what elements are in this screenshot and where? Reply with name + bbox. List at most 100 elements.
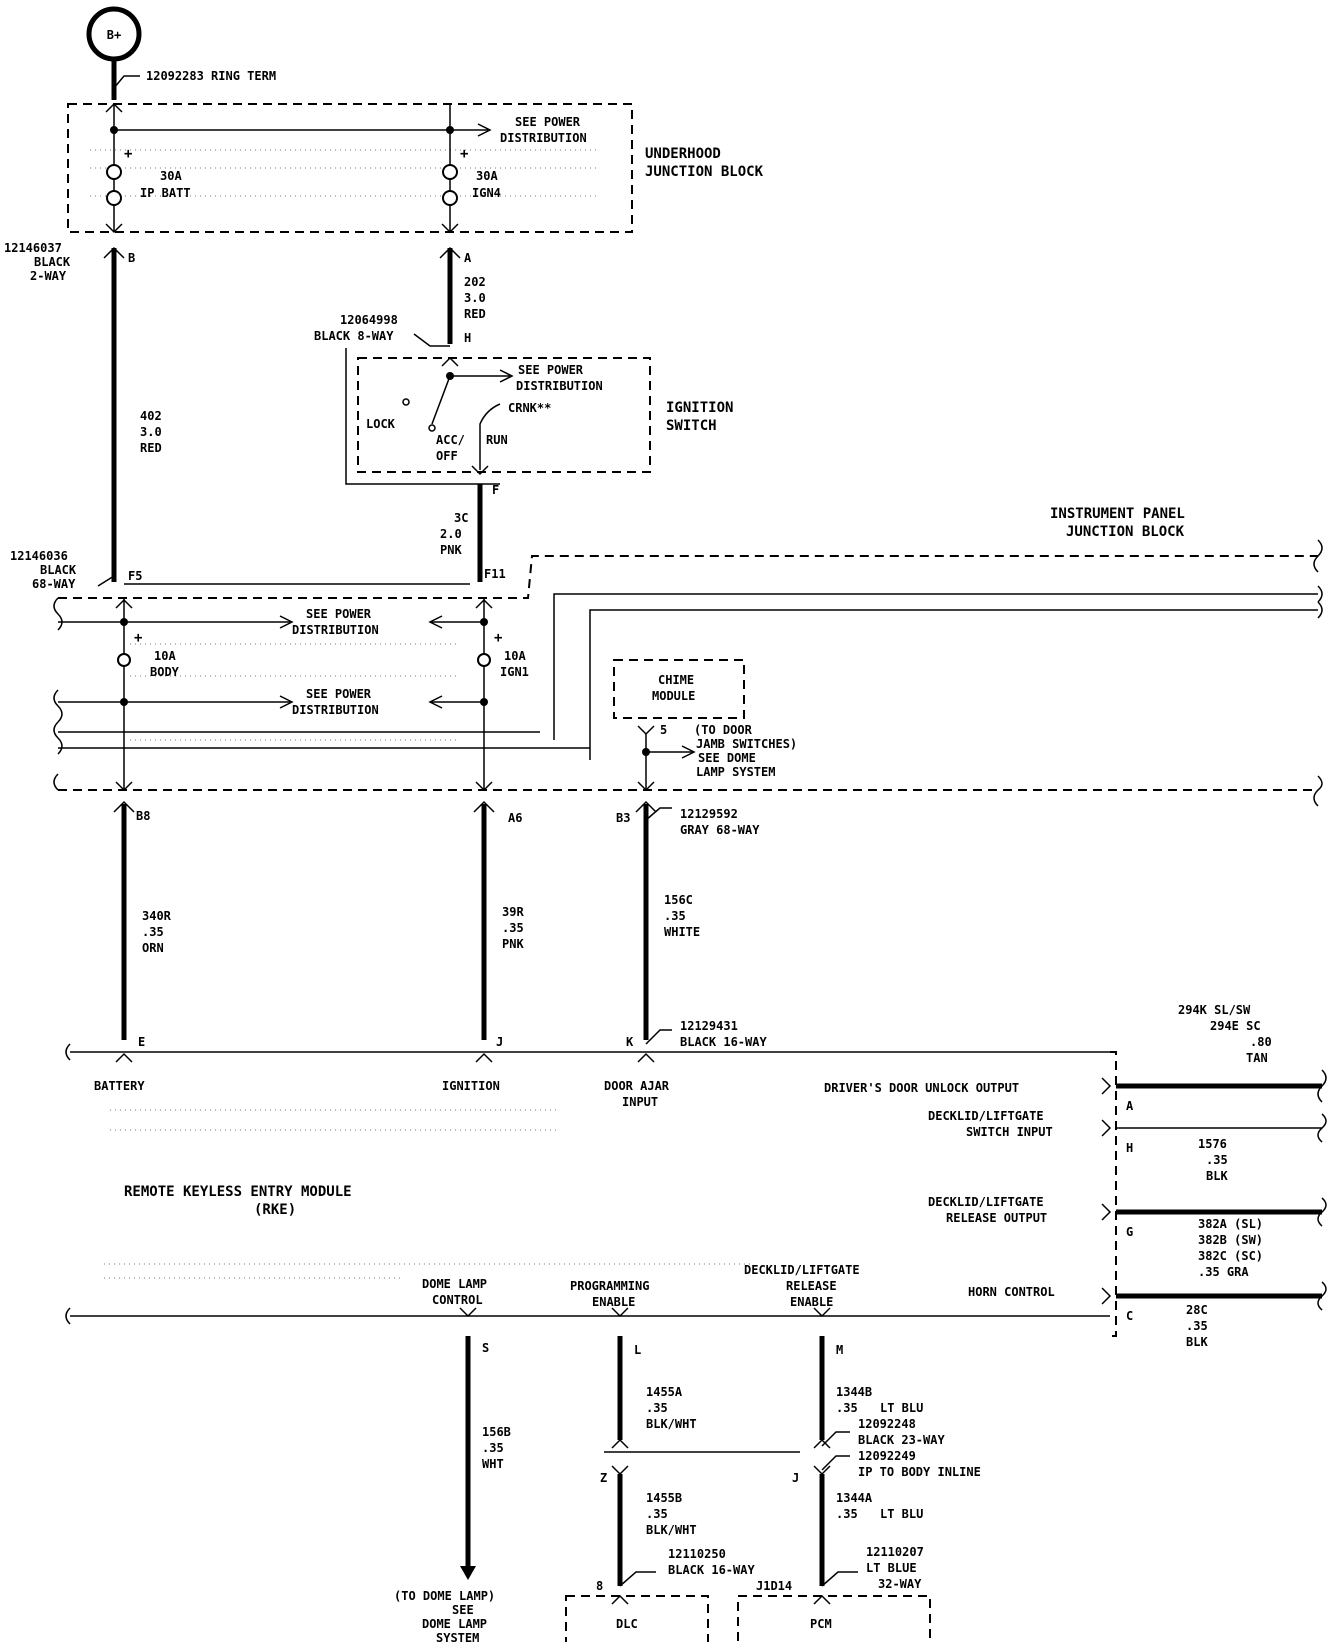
- fuse-ip-batt-amp: 30A: [160, 169, 182, 183]
- ipjb-pin-f11: F11: [484, 567, 506, 581]
- underhood-see-power-1: SEE POWER: [515, 115, 581, 129]
- dome-note-2: SEE: [452, 1603, 474, 1617]
- dlc-conn-part: 12110250: [668, 1547, 726, 1561]
- w1576-color: BLK: [1206, 1169, 1228, 1183]
- jamb-note-1: (TO DOOR: [694, 723, 753, 737]
- rke-deck-switch-2: SWITCH INPUT: [966, 1125, 1053, 1139]
- fuse-ign1-amp: 10A: [504, 649, 526, 663]
- dlc-label: DLC: [616, 1617, 638, 1631]
- battery-terminal: B+ 12092283 RING TERM: [86, 6, 276, 100]
- jamb-note-4: LAMP SYSTEM: [696, 765, 775, 779]
- pcm-label: PCM: [810, 1617, 832, 1631]
- pin-j1d14: J1D14: [756, 1579, 792, 1593]
- conn-12129592-part: 12129592: [680, 807, 738, 821]
- wire-202-color: RED: [464, 307, 486, 321]
- inline1-desc: BLACK 23-WAY: [858, 1433, 945, 1447]
- wire-3c-circuit: 3C: [454, 511, 468, 525]
- ipjb-title-2: JUNCTION BLOCK: [1066, 524, 1185, 540]
- w1576-gauge: .35: [1206, 1153, 1228, 1167]
- wire-3c-color: PNK: [440, 543, 462, 557]
- pcm-conn-desc2: 32-WAY: [878, 1577, 922, 1591]
- wire-402-color: RED: [140, 441, 162, 455]
- wire-156b-circuit: 156B: [482, 1425, 511, 1439]
- dome-note-3: DOME LAMP: [422, 1617, 487, 1631]
- ipjb-see-power-1a: SEE POWER: [306, 607, 372, 621]
- ign-conn-desc: BLACK 8-WAY: [314, 329, 394, 343]
- ign-title-2: SWITCH: [666, 418, 717, 434]
- rke-horn-control: HORN CONTROL: [968, 1285, 1055, 1299]
- out-pin-c: C: [1126, 1309, 1133, 1323]
- rke-ignition-label: IGNITION: [442, 1079, 500, 1093]
- ign-see-power-1: SEE POWER: [518, 363, 584, 377]
- wire-1344b-circuit: 1344B: [836, 1385, 872, 1399]
- underhood-title-2: JUNCTION BLOCK: [645, 164, 764, 180]
- pin-a6: A6: [508, 811, 522, 825]
- ipjb-conn-color: BLACK: [40, 563, 77, 577]
- wire-156b-gauge: .35: [482, 1441, 504, 1455]
- w28c-gauge: .35: [1186, 1319, 1208, 1333]
- pin-z: Z: [600, 1471, 607, 1485]
- underhood-connector: 12146037 BLACK 2-WAY B A: [4, 241, 472, 283]
- underhood-see-power-2: DISTRIBUTION: [500, 131, 587, 145]
- pin-8: 8: [596, 1579, 603, 1593]
- ipjb-conn-type: 68-WAY: [32, 577, 76, 591]
- wire-1344b-color: LT BLU: [880, 1401, 923, 1415]
- w28c-circuit: 28C: [1186, 1303, 1208, 1317]
- w382-4: .35 GRA: [1198, 1265, 1249, 1279]
- jamb-note-2: JAMB SWITCHES): [696, 737, 797, 751]
- ipjb-pin-f5: F5: [128, 569, 142, 583]
- ignition-switch: 12064998 BLACK 8-WAY H SEE POWER DISTRIB…: [314, 313, 733, 497]
- wire-39r-gauge: .35: [502, 921, 524, 935]
- wire-402-gauge: 3.0: [140, 425, 162, 439]
- conn-12129431-part: 12129431: [680, 1019, 738, 1033]
- rke-module: E J K 12129431 BLACK 16-WAY BATTERY IGNI…: [65, 1019, 1117, 1357]
- ipjb-see-power-2b: DISTRIBUTION: [292, 703, 379, 717]
- w294-4: TAN: [1246, 1051, 1268, 1065]
- ign-see-power-2: DISTRIBUTION: [516, 379, 603, 393]
- wire-202-circuit: 202: [464, 275, 486, 289]
- wire-1344a-color: LT BLU: [880, 1507, 923, 1521]
- conn-12146037-type: 2-WAY: [30, 269, 67, 283]
- wire-1455b-color: BLK/WHT: [646, 1523, 697, 1537]
- fuse-ign4-name: IGN4: [472, 186, 501, 200]
- wire-156c-color: WHITE: [664, 925, 700, 939]
- rke-dre-1: DECKLID/LIFTGATE: [744, 1263, 860, 1277]
- rke-prog-2: ENABLE: [592, 1295, 635, 1309]
- wire-156b-color: WHT: [482, 1457, 504, 1471]
- w382-1: 382A (SL): [1198, 1217, 1263, 1231]
- wire-340r-color: ORN: [142, 941, 164, 955]
- inline2-desc: IP TO BODY INLINE: [858, 1465, 981, 1479]
- ipjb-bottom-connector: B8 A6 B3 12129592 GRAY 68-WAY: [113, 800, 760, 837]
- wire-3c-gauge: 2.0: [440, 527, 462, 541]
- ign-pin-h: H: [464, 331, 471, 345]
- chime-pin-5: 5: [660, 723, 667, 737]
- rke-door-ajar-1: DOOR AJAR: [604, 1079, 670, 1093]
- wire-1455a-color: BLK/WHT: [646, 1417, 697, 1431]
- rke-pin-j: J: [496, 1035, 503, 1049]
- rke-pin-s: S: [482, 1341, 489, 1355]
- chime-module-1: CHIME: [658, 673, 694, 687]
- ipjb-conn-part: 12146036: [10, 549, 68, 563]
- battery-ring-terminal-label: 12092283 RING TERM: [146, 69, 276, 83]
- ip-junction-block: INSTRUMENT PANEL JUNCTION BLOCK 12146036…: [10, 506, 1323, 807]
- wire-340r-gauge: .35: [142, 925, 164, 939]
- rke-dome-1: DOME LAMP: [422, 1277, 487, 1291]
- rke-title-1: REMOTE KEYLESS ENTRY MODULE: [124, 1184, 352, 1200]
- inline2-part: 12092249: [858, 1449, 916, 1463]
- fuse-ign1-name: IGN1: [500, 665, 529, 679]
- rke-drivers-unlock: DRIVER'S DOOR UNLOCK OUTPUT: [824, 1081, 1019, 1095]
- rke-pin-l: L: [634, 1343, 641, 1357]
- wire-1344a-gauge: .35: [836, 1507, 858, 1521]
- dlc-conn-desc: BLACK 16-WAY: [668, 1563, 755, 1577]
- fuse-ign4-amp: 30A: [476, 169, 498, 183]
- rke-deck-release-1: DECKLID/LIFTGATE: [928, 1195, 1044, 1209]
- conn-12146037-part: 12146037: [4, 241, 62, 255]
- ign-run: RUN: [486, 433, 508, 447]
- w382-3: 382C (SC): [1198, 1249, 1263, 1263]
- w294-1: 294K SL/SW: [1178, 1003, 1251, 1017]
- rke-title-2: (RKE): [254, 1202, 296, 1218]
- rke-dre-3: ENABLE: [790, 1295, 833, 1309]
- wire-1455a-gauge: .35: [646, 1401, 668, 1415]
- rke-door-ajar-2: INPUT: [622, 1095, 658, 1109]
